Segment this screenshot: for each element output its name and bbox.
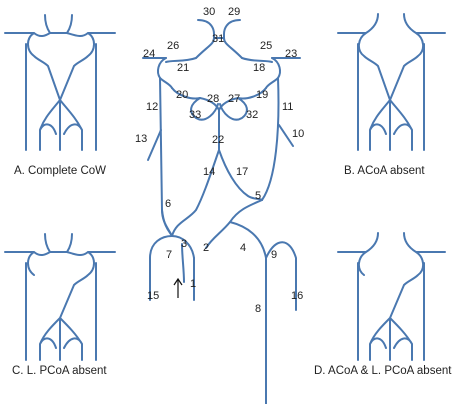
panel-c: C. L. PCoA absent [4, 233, 116, 377]
label-24: 24 [143, 48, 155, 60]
label-26: 26 [167, 40, 179, 52]
label-27: 27 [228, 93, 240, 105]
label-32: 32 [246, 109, 258, 121]
caption-c: C. L. PCoA absent [12, 365, 107, 377]
label-18: 18 [253, 62, 265, 74]
panel-b: B. ACoA absent [337, 13, 446, 177]
label-17: 17 [236, 166, 248, 178]
label-14: 14 [203, 166, 215, 178]
vessel-6 [161, 209, 173, 237]
label-19: 19 [256, 89, 268, 101]
label-28: 28 [207, 93, 219, 105]
right-vessel-17 [218, 149, 263, 201]
label-8: 8 [255, 303, 261, 315]
label-25: 25 [260, 40, 272, 52]
flow-arrow [173, 277, 183, 298]
left-common-carotid [181, 243, 185, 283]
left-branch-13 [147, 129, 162, 161]
label-9: 9 [271, 249, 277, 261]
label-11: 11 [282, 101, 293, 113]
label-12: 12 [146, 101, 158, 113]
label-33: 33 [189, 109, 201, 121]
right-pca-loop [219, 97, 248, 121]
right-ica [261, 77, 280, 201]
label-6: 6 [165, 198, 171, 210]
label-7: 7 [166, 249, 172, 261]
panel-b-vessels [337, 13, 446, 151]
panel-d-vessels [337, 232, 446, 361]
label-5: 5 [255, 190, 261, 202]
panel-d: D. ACoA & L. PCoA absent [314, 232, 452, 377]
left-pca-loop [190, 97, 219, 121]
vessel-5 [229, 199, 263, 223]
left-aca-a1 [165, 57, 197, 63]
right-branch-10 [278, 124, 294, 147]
label-10: 10 [292, 128, 304, 140]
label-23: 23 [285, 48, 297, 60]
left-vessel-14 [171, 149, 220, 237]
left-carotid-bulb [149, 235, 195, 301]
label-4: 4 [240, 242, 246, 254]
aca-top-loop [195, 19, 243, 59]
label-13: 13 [135, 133, 147, 145]
label-29: 29 [228, 6, 240, 18]
right-aca-a1 [241, 57, 273, 63]
right-carotid-arch [205, 221, 297, 311]
label-21: 21 [177, 62, 189, 74]
caption-d: D. ACoA & L. PCoA absent [314, 365, 452, 377]
label-31: 31 [212, 33, 224, 45]
label-16: 16 [291, 290, 303, 302]
caption-a: A. Complete CoW [14, 165, 106, 177]
label-22: 22 [212, 134, 224, 146]
main-diagram: 30 29 31 26 25 24 23 21 18 20 28 27 19 1… [135, 6, 304, 404]
caption-b: B. ACoA absent [344, 165, 425, 177]
label-2: 2 [203, 242, 209, 254]
label-1: 1 [190, 278, 196, 290]
label-15: 15 [147, 290, 159, 302]
panel-a-vessels [4, 14, 116, 151]
label-20: 20 [176, 89, 188, 101]
label-3: 3 [181, 238, 187, 250]
panel-c-vessels [4, 233, 116, 361]
label-30: 30 [203, 6, 215, 18]
panel-a: A. Complete CoW [4, 14, 116, 177]
